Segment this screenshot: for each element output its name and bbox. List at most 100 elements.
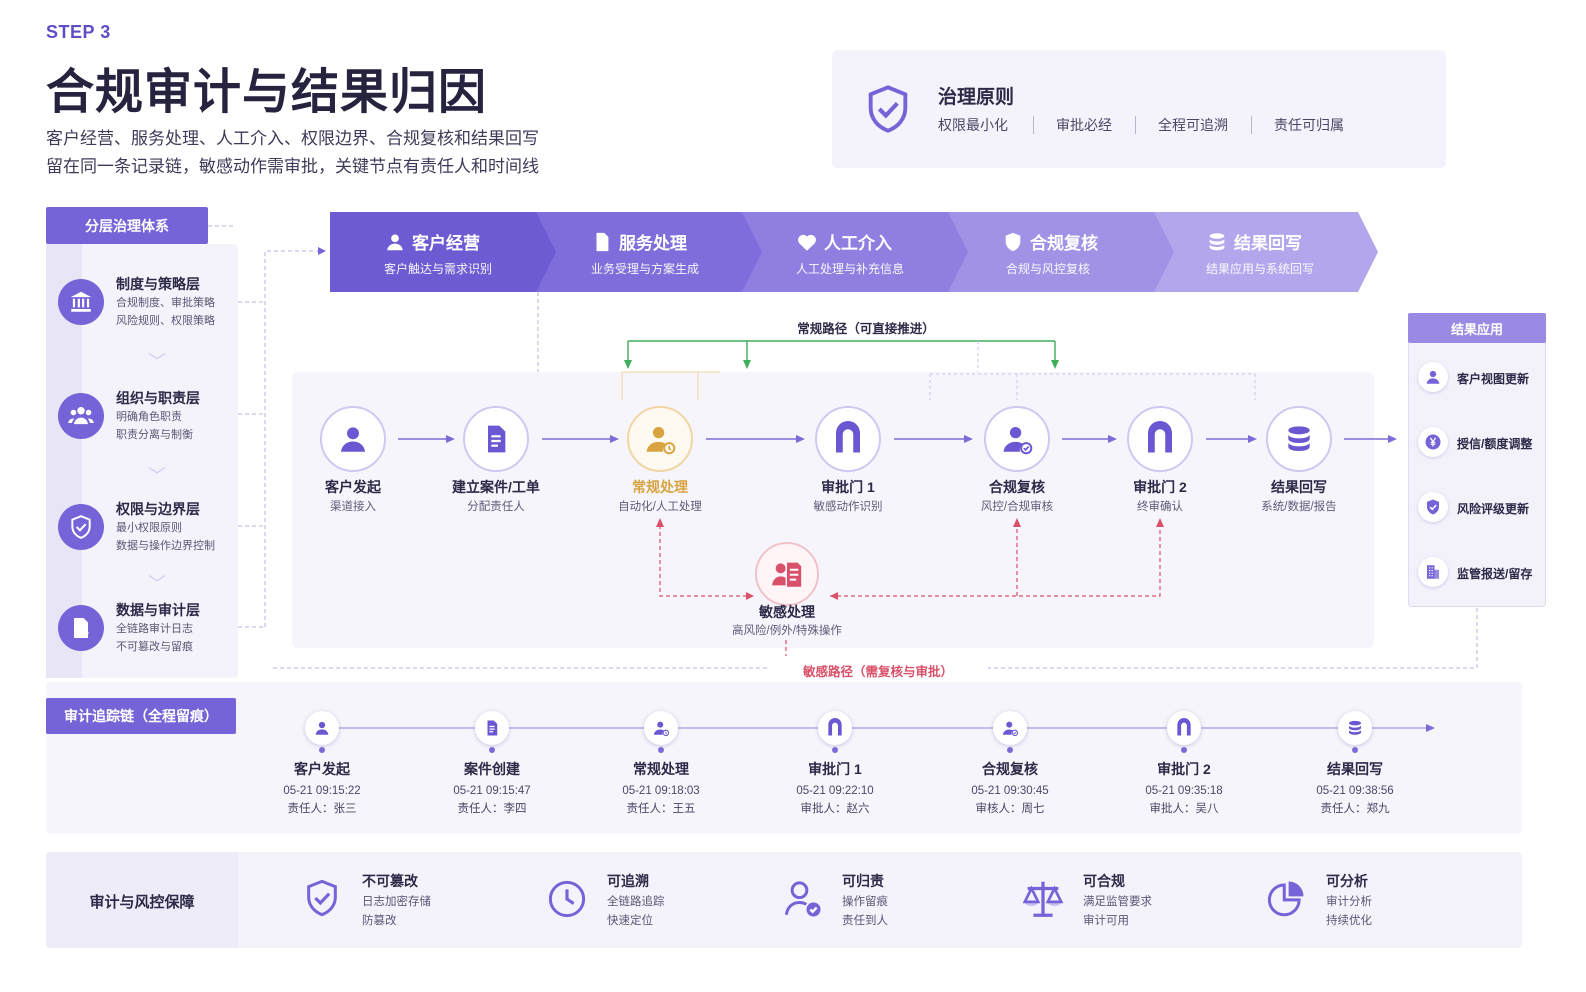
flow-node-sub: 分配责任人 <box>467 501 525 513</box>
timeline-node[interactable] <box>1167 711 1201 745</box>
flow-node[interactable] <box>984 406 1050 472</box>
timeline-owner: 责任人：张三 <box>287 803 357 815</box>
layer-circle <box>58 504 104 550</box>
guarantee-item-desc: 满足监管要求 <box>1083 896 1152 908</box>
flow-node[interactable] <box>463 406 529 472</box>
flow-node-sub: 自动化/人工处理 <box>618 501 702 513</box>
document-icon <box>483 719 501 737</box>
timeline-time: 05-21 09:30:45 <box>971 785 1049 797</box>
layer-circle <box>58 605 104 651</box>
guarantee-item-title: 不可篡改 <box>362 873 418 889</box>
guarantee-item-desc: 日志加密存储 <box>362 896 431 908</box>
layer-title: 组织与职责层 <box>116 390 200 406</box>
timeline-label: 审批门 2 <box>1157 761 1211 777</box>
timeline-node[interactable] <box>644 711 678 745</box>
gate-icon <box>1142 421 1178 457</box>
shield-check-icon <box>1424 498 1442 516</box>
reviewer-icon <box>1001 719 1019 737</box>
gate-icon <box>830 421 866 457</box>
pie-chart-icon <box>1265 878 1307 920</box>
timeline-owner: 审批人：吴八 <box>1149 803 1219 815</box>
agent-icon <box>652 719 670 737</box>
layer-title: 数据与审计层 <box>116 602 200 618</box>
stage-title-text: 合规复核 <box>1030 234 1098 253</box>
timeline-time: 05-21 09:15:47 <box>453 785 531 797</box>
shield-check-icon <box>1002 231 1024 253</box>
gate-icon <box>1174 718 1194 738</box>
timeline-node[interactable] <box>475 711 509 745</box>
timeline-node[interactable] <box>305 711 339 745</box>
layer-desc: 数据与操作边界控制 <box>116 540 215 552</box>
timeline-label: 常规处理 <box>633 761 689 777</box>
timeline-time: 05-21 09:38:56 <box>1316 785 1394 797</box>
timeline-node[interactable] <box>993 711 1027 745</box>
guarantee-item-desc: 审计可用 <box>1083 915 1129 927</box>
flow-node-highlighted[interactable] <box>627 406 693 472</box>
sensitive-node[interactable] <box>755 542 819 606</box>
document-icon <box>591 231 613 253</box>
layer-circle <box>58 279 104 325</box>
bank-icon <box>68 289 94 315</box>
timeline-time: 05-21 09:15:22 <box>283 785 361 797</box>
guarantee-item-title: 可归责 <box>842 873 884 889</box>
person-icon <box>1424 368 1442 386</box>
timeline-time: 05-21 09:18:03 <box>622 785 700 797</box>
timeline-owner: 责任人：王五 <box>626 803 696 815</box>
flow-node[interactable] <box>1127 406 1193 472</box>
timeline-owner: 审核人：周七 <box>975 803 1045 815</box>
principles-card <box>832 50 1446 168</box>
database-icon <box>1283 423 1315 455</box>
sensitive-node-sub: 高风险/例外/特殊操作 <box>732 625 842 637</box>
sensitive-route-label: 敏感路径（需复核与审批） <box>768 661 988 680</box>
principle-separator <box>1251 116 1252 134</box>
timeline-owner: 责任人：郑九 <box>1320 803 1390 815</box>
database-icon <box>1206 231 1228 253</box>
result-item: 监管报送/留存 <box>1457 567 1533 581</box>
document-icon <box>480 423 512 455</box>
layer-desc: 职责分离与制衡 <box>116 429 193 441</box>
guarantee-item-desc: 操作留痕 <box>842 896 888 908</box>
layer-desc: 明确角色职责 <box>116 411 182 423</box>
flow-node-sub: 敏感动作识别 <box>813 501 883 513</box>
timeline-label: 结果回写 <box>1327 761 1383 777</box>
layer-desc: 合规制度、审批策略 <box>116 297 215 309</box>
principle-item: 全程可追溯 <box>1158 117 1228 133</box>
guarantee-item-title: 可合规 <box>1083 873 1125 889</box>
sensitive-doc-icon <box>770 557 804 591</box>
timeline-label: 审批门 1 <box>808 761 862 777</box>
flow-node[interactable] <box>320 406 386 472</box>
guarantee-panel <box>46 852 1522 948</box>
flow-node[interactable] <box>815 406 881 472</box>
stage-chevron <box>742 212 970 292</box>
flow-node-label: 审批门 1 <box>821 479 875 495</box>
audit-trail-panel <box>46 682 1522 834</box>
chevron-down-icon: ﹀ <box>148 574 166 594</box>
layer-circle <box>58 393 104 439</box>
building-icon <box>1424 563 1442 581</box>
flow-node[interactable] <box>1266 406 1332 472</box>
result-icon-circle <box>1418 492 1448 522</box>
page-subtitle-line1: 客户经营、服务处理、人工介入、权限边界、合规复核和结果回写 <box>46 129 539 148</box>
guarantee-item-desc: 责任到人 <box>842 915 888 927</box>
guarantee-item-desc: 持续优化 <box>1326 915 1372 927</box>
user-check-icon <box>782 878 824 920</box>
stage-chevron <box>536 212 764 292</box>
chevron-down-icon: ﹀ <box>148 352 166 372</box>
timeline-node[interactable] <box>1338 711 1372 745</box>
stage-title-text: 人工介入 <box>824 234 892 253</box>
clock-icon <box>546 878 588 920</box>
principle-separator <box>1033 116 1034 134</box>
guarantee-label-area <box>46 852 238 948</box>
layer-desc: 最小权限原则 <box>116 522 182 534</box>
normal-route-label: 常规路径（可直接推进） <box>797 322 935 336</box>
database-icon <box>1346 719 1364 737</box>
result-item: 授信/额度调整 <box>1457 437 1533 451</box>
sensitive-node-label: 敏感处理 <box>759 604 815 620</box>
timeline-node[interactable] <box>818 711 852 745</box>
guarantee-item-desc: 快速定位 <box>607 915 653 927</box>
stage-subtitle: 结果应用与系统回写 <box>1206 262 1315 276</box>
gate-icon <box>825 718 845 738</box>
stage-chevrons <box>330 212 1378 292</box>
flow-node-label: 建立案件/工单 <box>452 479 540 495</box>
shield-check-icon <box>862 80 914 138</box>
